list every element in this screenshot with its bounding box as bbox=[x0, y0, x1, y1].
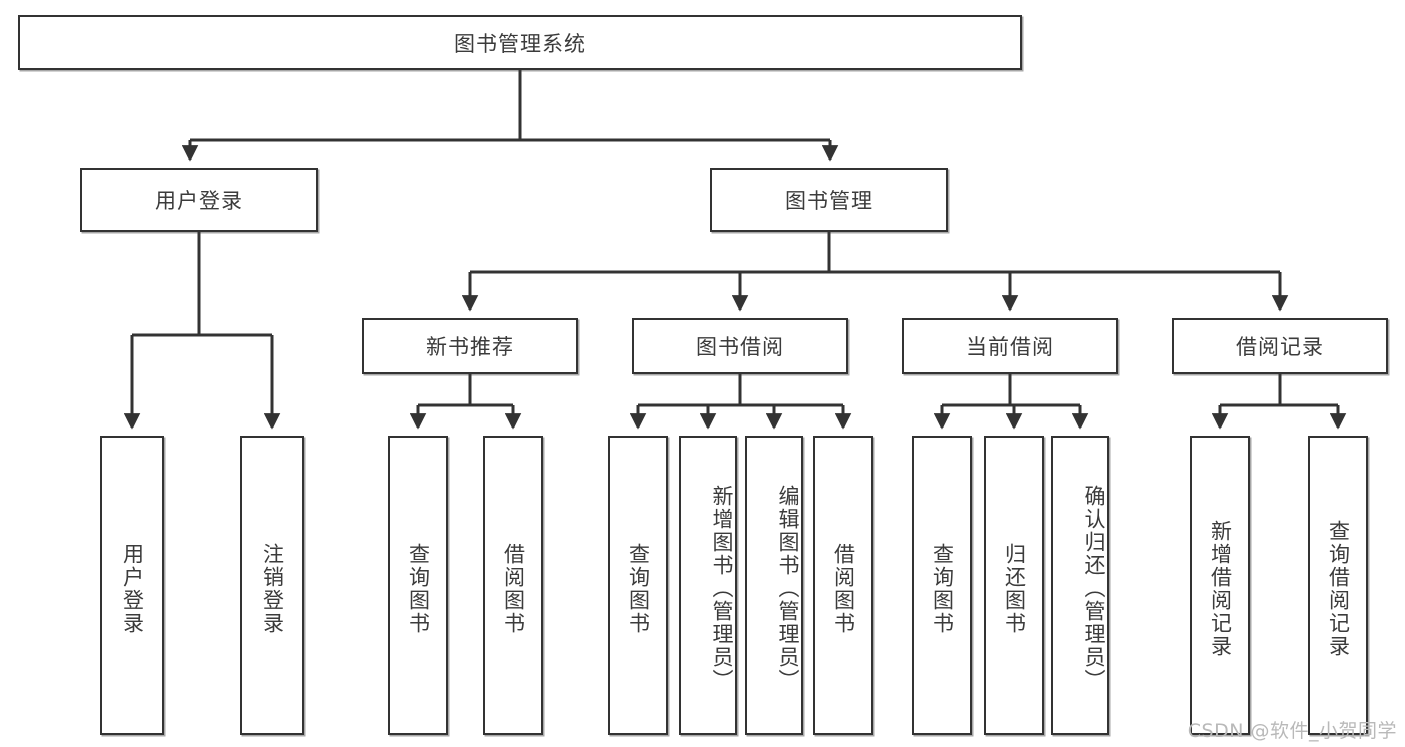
node-leaf-query-record-label: 查询借阅记录 bbox=[1326, 519, 1351, 658]
node-book-borrow[interactable]: 图书借阅 bbox=[632, 318, 848, 374]
node-book-manage-label: 图书管理 bbox=[785, 189, 873, 213]
node-book-manage[interactable]: 图书管理 bbox=[710, 168, 948, 232]
node-leaf-borrow-book-2[interactable]: 借阅图书 bbox=[813, 436, 873, 735]
node-root[interactable]: 图书管理系统 bbox=[18, 15, 1022, 70]
node-current-borrow[interactable]: 当前借阅 bbox=[902, 318, 1118, 374]
node-leaf-user-login-label: 用户登录 bbox=[120, 542, 145, 635]
node-new-book-recommend-label: 新书推荐 bbox=[426, 335, 514, 359]
node-user-login-label: 用户登录 bbox=[155, 189, 243, 213]
node-leaf-query-record[interactable]: 查询借阅记录 bbox=[1308, 436, 1368, 735]
node-leaf-confirm-return[interactable]: 确认归还（管理员） bbox=[1051, 436, 1109, 735]
node-leaf-add-book-label: 新增图书（管理员） bbox=[710, 485, 734, 692]
node-current-borrow-label: 当前借阅 bbox=[966, 335, 1054, 359]
node-leaf-borrow-book-1[interactable]: 借阅图书 bbox=[483, 436, 543, 735]
node-book-borrow-label: 图书借阅 bbox=[696, 335, 784, 359]
node-leaf-add-record-label: 新增借阅记录 bbox=[1208, 519, 1233, 658]
node-leaf-add-book[interactable]: 新增图书（管理员） bbox=[679, 436, 737, 735]
node-leaf-query-book-3[interactable]: 查询图书 bbox=[912, 436, 972, 735]
node-borrow-record[interactable]: 借阅记录 bbox=[1172, 318, 1388, 374]
node-leaf-logout[interactable]: 注销登录 bbox=[240, 436, 304, 735]
node-borrow-record-label: 借阅记录 bbox=[1236, 335, 1324, 359]
node-leaf-query-book-2-label: 查询图书 bbox=[626, 542, 651, 635]
node-leaf-edit-book[interactable]: 编辑图书（管理员） bbox=[745, 436, 803, 735]
node-leaf-borrow-book-2-label: 借阅图书 bbox=[831, 542, 856, 635]
node-leaf-confirm-return-label: 确认归还（管理员） bbox=[1082, 485, 1106, 692]
node-leaf-add-record[interactable]: 新增借阅记录 bbox=[1190, 436, 1250, 735]
node-leaf-query-book-3-label: 查询图书 bbox=[930, 542, 955, 635]
node-leaf-edit-book-label: 编辑图书（管理员） bbox=[776, 485, 800, 692]
node-root-label: 图书管理系统 bbox=[454, 31, 586, 56]
node-leaf-user-login[interactable]: 用户登录 bbox=[100, 436, 164, 735]
node-leaf-borrow-book-1-label: 借阅图书 bbox=[501, 542, 526, 635]
node-leaf-return-book[interactable]: 归还图书 bbox=[984, 436, 1044, 735]
csdn-watermark: CSDN @软件_小贺同学 bbox=[1187, 720, 1397, 742]
node-user-login[interactable]: 用户登录 bbox=[80, 168, 318, 232]
node-leaf-query-book-1-label: 查询图书 bbox=[406, 542, 431, 635]
node-leaf-logout-label: 注销登录 bbox=[260, 542, 285, 635]
node-leaf-query-book-2[interactable]: 查询图书 bbox=[608, 436, 668, 735]
node-leaf-query-book-1[interactable]: 查询图书 bbox=[388, 436, 448, 735]
node-leaf-return-book-label: 归还图书 bbox=[1002, 542, 1027, 635]
node-new-book-recommend[interactable]: 新书推荐 bbox=[362, 318, 578, 374]
